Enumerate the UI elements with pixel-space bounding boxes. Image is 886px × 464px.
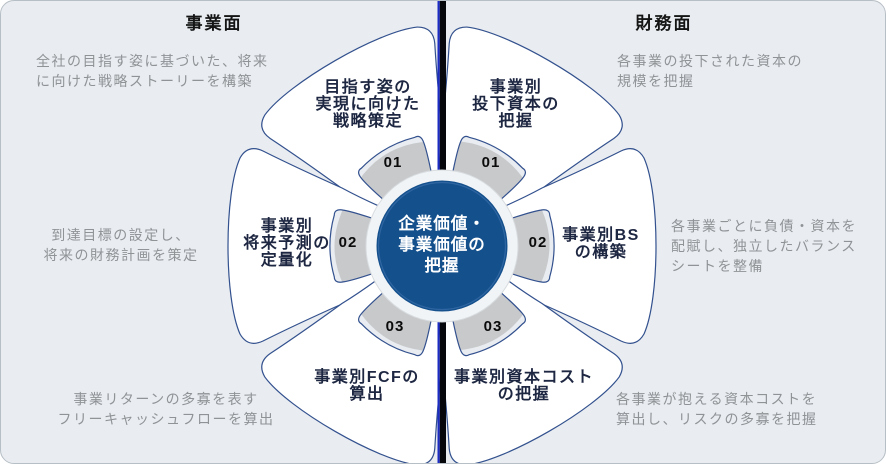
- step-number-02-right: 02: [528, 234, 548, 251]
- petal-forecast-label: 事業別将来予測の定量化: [243, 218, 331, 269]
- annotation-forecast: 到達目標の設定し、将来の財務計画を策定: [43, 227, 199, 263]
- petal-fcf-label: 事業別FCFの算出: [314, 369, 420, 403]
- annotation-fcf: 事業リターンの多寡を表すフリーキャッシュフローを算出: [57, 391, 275, 427]
- annotation-bs-build: 各事業ごとに負債・資本を配賦し、独立したバランスシートを整備: [671, 218, 857, 274]
- center-circle-inner-edge: [377, 181, 507, 311]
- center-label: 企業価値・事業価値の把握: [398, 215, 486, 275]
- step-number-03-left: 03: [385, 318, 405, 335]
- step-number-01-right: 01: [481, 154, 501, 171]
- annotation-invested-capital: 各事業の投下された資本の規模を把握: [617, 53, 803, 89]
- petal-invested-capital-label: 事業別投下資本の把握: [472, 79, 560, 130]
- header-finance: 財務面: [635, 14, 693, 33]
- petal-strategy-label: 目指す姿の実現に向けた戦略策定: [315, 79, 421, 130]
- step-number-01-left: 01: [383, 154, 403, 171]
- step-number-02-left: 02: [338, 234, 358, 251]
- header-business: 事業面: [185, 14, 243, 33]
- annotation-capital-cost: 各事業が抱える資本コストを算出し、リスクの多寡を把握: [616, 391, 818, 427]
- center-circle: [376, 180, 508, 312]
- annotation-strategy: 全社の目指す姿に基づいた、将来に向けた戦略ストーリーを構築: [36, 53, 269, 89]
- step-number-03-right: 03: [483, 318, 503, 335]
- petal-capital-cost-label: 事業別資本コストの把握: [453, 369, 594, 403]
